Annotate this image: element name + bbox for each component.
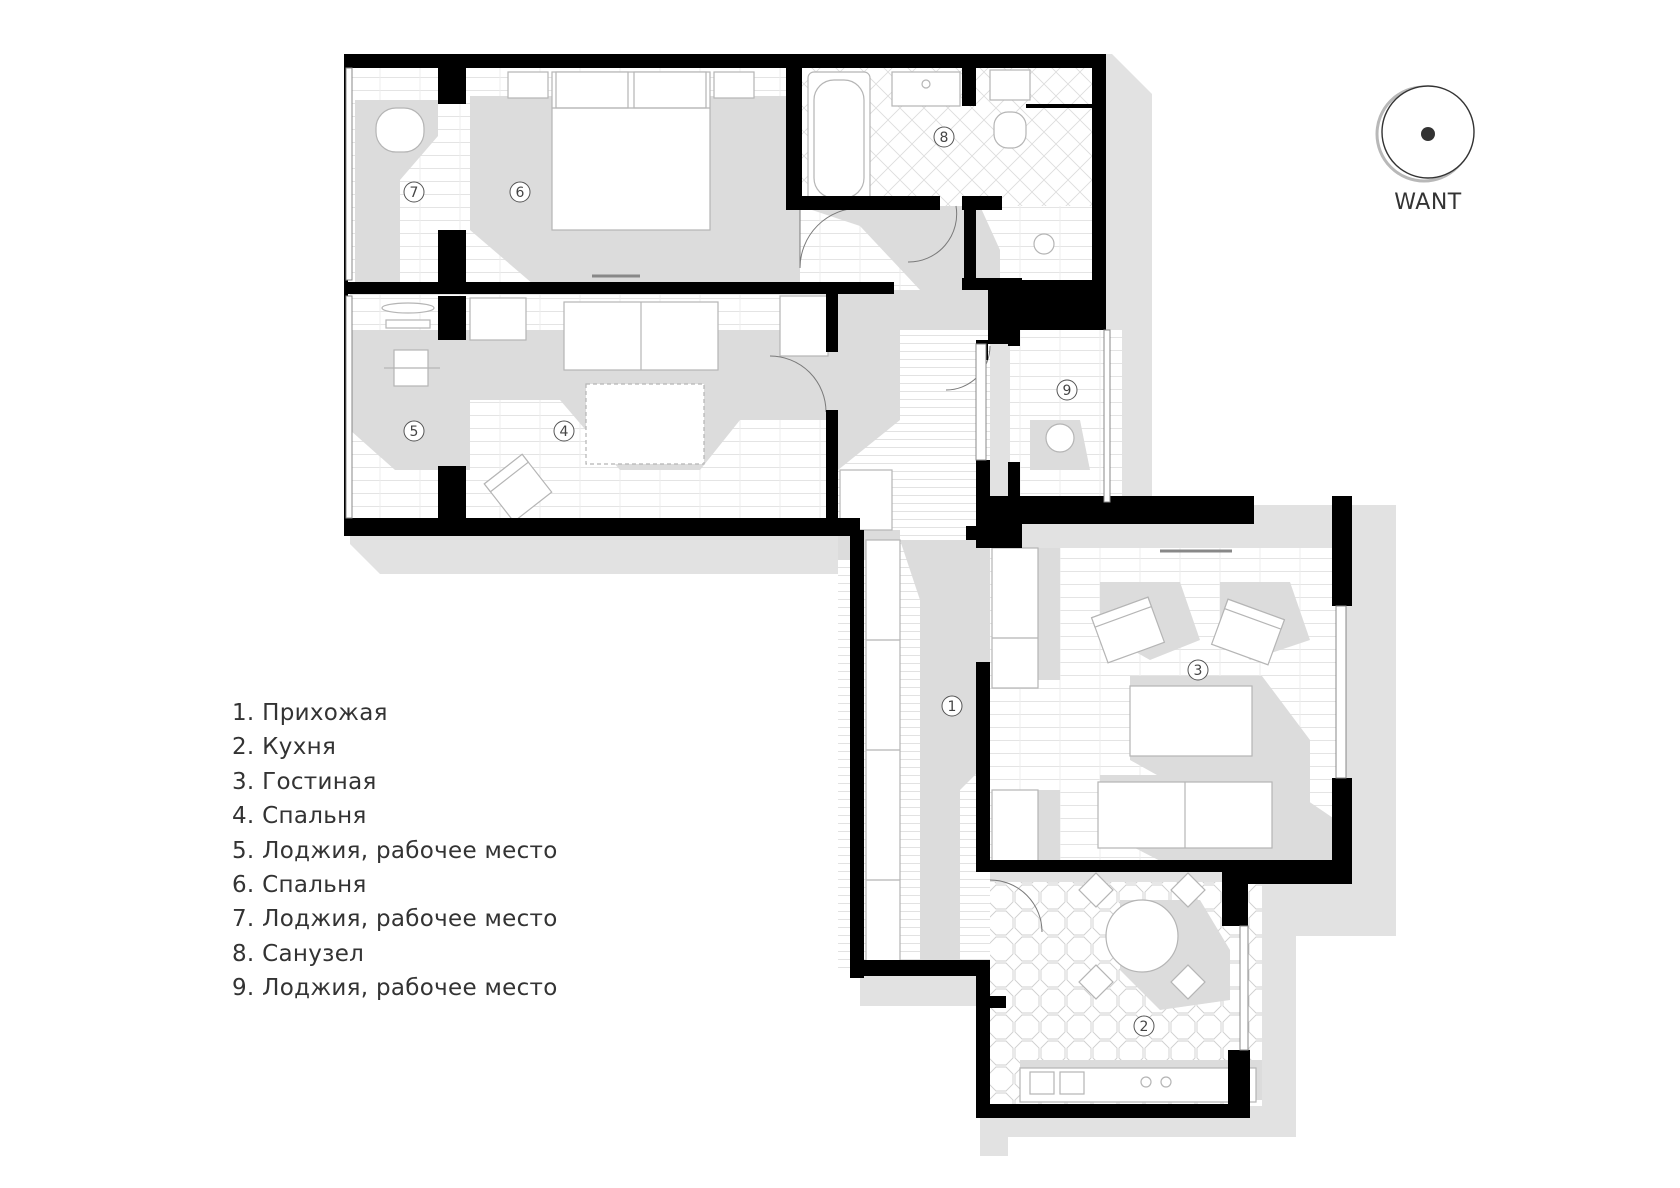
furniture (375, 69, 1286, 1103)
room-number: 8 (940, 130, 949, 146)
brand-block: WANT (1372, 82, 1484, 222)
legend-item: 2. Кухня (232, 734, 337, 761)
room-number: 6 (516, 185, 525, 201)
legend-item: 1. Прихожая (232, 700, 388, 726)
room-number: 1 (948, 699, 957, 715)
room-marker-7: 7 (403, 181, 425, 203)
legend-item: 5. Лоджия, рабочее место (232, 837, 558, 864)
room-number: 2 (1140, 1019, 1149, 1035)
room-marker-4: 4 (553, 420, 575, 442)
brand-name: WANT (1394, 190, 1462, 215)
room-marker-6: 6 (509, 181, 531, 203)
rug (585, 383, 705, 465)
legend-item: 8. Санузел (232, 940, 365, 967)
room-marker-3: 3 (1187, 659, 1209, 681)
room-number: 5 (410, 424, 419, 440)
wardrobe (865, 539, 901, 973)
legend-item: 3. Гостиная (232, 768, 377, 795)
room-legend: 1. Прихожая 2. Кухня 3. Гостиная 4. Спал… (232, 696, 558, 1006)
room-number: 9 (1063, 383, 1072, 399)
room-marker-5: 5 (403, 420, 425, 442)
legend-item: 4. Спальня (232, 803, 367, 830)
room-number: 3 (1194, 663, 1203, 679)
room-marker-8: 8 (933, 126, 955, 148)
legend-item: 6. Спальня (232, 872, 367, 899)
room-marker-9: 9 (1056, 379, 1078, 401)
windows (345, 67, 1347, 1051)
kitchen-counter (1019, 1067, 1257, 1103)
toilet-tank (989, 69, 1031, 101)
room-marker-2: 2 (1133, 1015, 1155, 1037)
walls (344, 54, 1352, 1118)
room-marker-1: 1 (941, 695, 963, 717)
legend-item: 7. Лоджия, рабочее место (232, 906, 558, 933)
dining-table (1105, 899, 1179, 973)
room-number: 4 (560, 424, 569, 440)
legend-item: 9. Лоджия, рабочее место (232, 975, 558, 1002)
room-number-markers: 1 2 3 4 5 6 7 8 9 (403, 126, 1209, 1037)
room-number: 7 (410, 185, 419, 201)
circle-dot-logo-icon (1375, 85, 1475, 183)
coffee-table (1129, 685, 1253, 757)
sink (891, 71, 961, 107)
toilet (993, 111, 1027, 149)
